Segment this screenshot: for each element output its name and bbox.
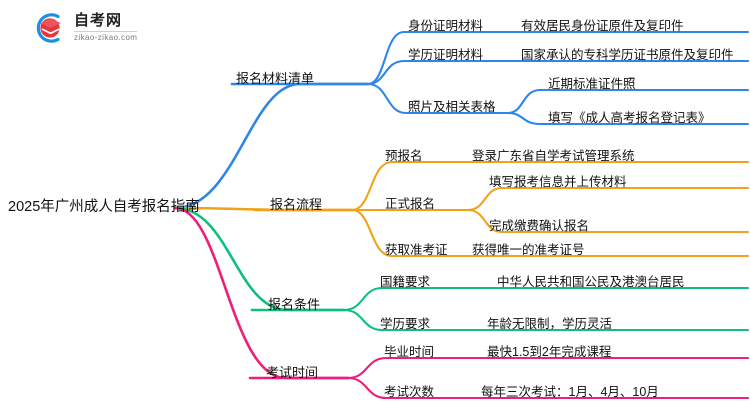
logo-name-cn: 自考网: [74, 12, 123, 29]
leaf-国家承认的专科学历证书原件及复印件[interactable]: 国家承认的专科学历证书原件及复印件: [521, 48, 734, 62]
logo-wordmark: 自考网 zikao-zikao.com: [74, 12, 138, 43]
subnode-获取准考证[interactable]: 获取准考证: [385, 243, 448, 257]
branch-node-报名条件[interactable]: 报名条件: [268, 297, 321, 312]
logo-divider: [74, 31, 138, 32]
branch-node-报名流程[interactable]: 报名流程: [270, 197, 323, 212]
leaf-每年三次考试[interactable]: 每年三次考试：1月、4月、10月: [481, 385, 659, 399]
subnode-身份证明材料[interactable]: 身份证明材料: [408, 19, 484, 33]
branch-node-考试时间[interactable]: 考试时间: [266, 365, 319, 380]
branch-wires-3: [173, 206, 750, 332]
leaf-中华人民共和国公民及港澳台居民[interactable]: 中华人民共和国公民及港澳台居民: [497, 275, 685, 289]
leaf-获得唯一的准考证号[interactable]: 获得唯一的准考证号: [472, 243, 585, 257]
subnode-国籍要求[interactable]: 国籍要求: [380, 275, 431, 289]
subnode-考试次数[interactable]: 考试次数: [384, 385, 435, 399]
subnode-预报名[interactable]: 预报名: [385, 149, 423, 163]
branch-wires-1: [173, 30, 750, 210]
leaf-填写报考信息并上传材料[interactable]: 填写报考信息并上传材料: [489, 175, 627, 189]
subnode-照片及相关表格[interactable]: 照片及相关表格: [408, 100, 496, 114]
leaf-登录广东省自学考试管理系统[interactable]: 登录广东省自学考试管理系统: [472, 149, 635, 163]
leaf-年龄无限制学历灵活[interactable]: 年龄无限制，学历灵活: [487, 317, 613, 331]
logo-name-en: zikao-zikao.com: [74, 33, 138, 42]
subnode-正式报名[interactable]: 正式报名: [385, 197, 436, 211]
graduation-cap-icon: [28, 9, 66, 47]
leaf-有效居民身份证原件及复印件[interactable]: 有效居民身份证原件及复印件: [521, 19, 684, 33]
leaf-完成缴费确认报名[interactable]: 完成缴费确认报名: [489, 219, 590, 233]
branch-wires-4: [173, 206, 750, 400]
site-logo: 自考网 zikao-zikao.com: [28, 8, 208, 48]
subnode-学历证明材料[interactable]: 学历证明材料: [408, 48, 484, 62]
leaf-填写成人高考报名登记表[interactable]: 填写《成人高考报名登记表》: [548, 111, 711, 125]
leaf-近期标准证件照[interactable]: 近期标准证件照: [548, 77, 636, 91]
mindmap-root-node[interactable]: 2025年广州成人自考报名指南: [8, 199, 200, 215]
branch-wires-2: [173, 160, 750, 258]
leaf-最快1年半到2年完成课程[interactable]: 最快1.5到2年完成课程: [487, 345, 612, 359]
subnode-学历要求[interactable]: 学历要求: [380, 317, 431, 331]
subnode-毕业时间[interactable]: 毕业时间: [384, 345, 435, 359]
branch-node-报名材料清单[interactable]: 报名材料清单: [236, 71, 315, 86]
